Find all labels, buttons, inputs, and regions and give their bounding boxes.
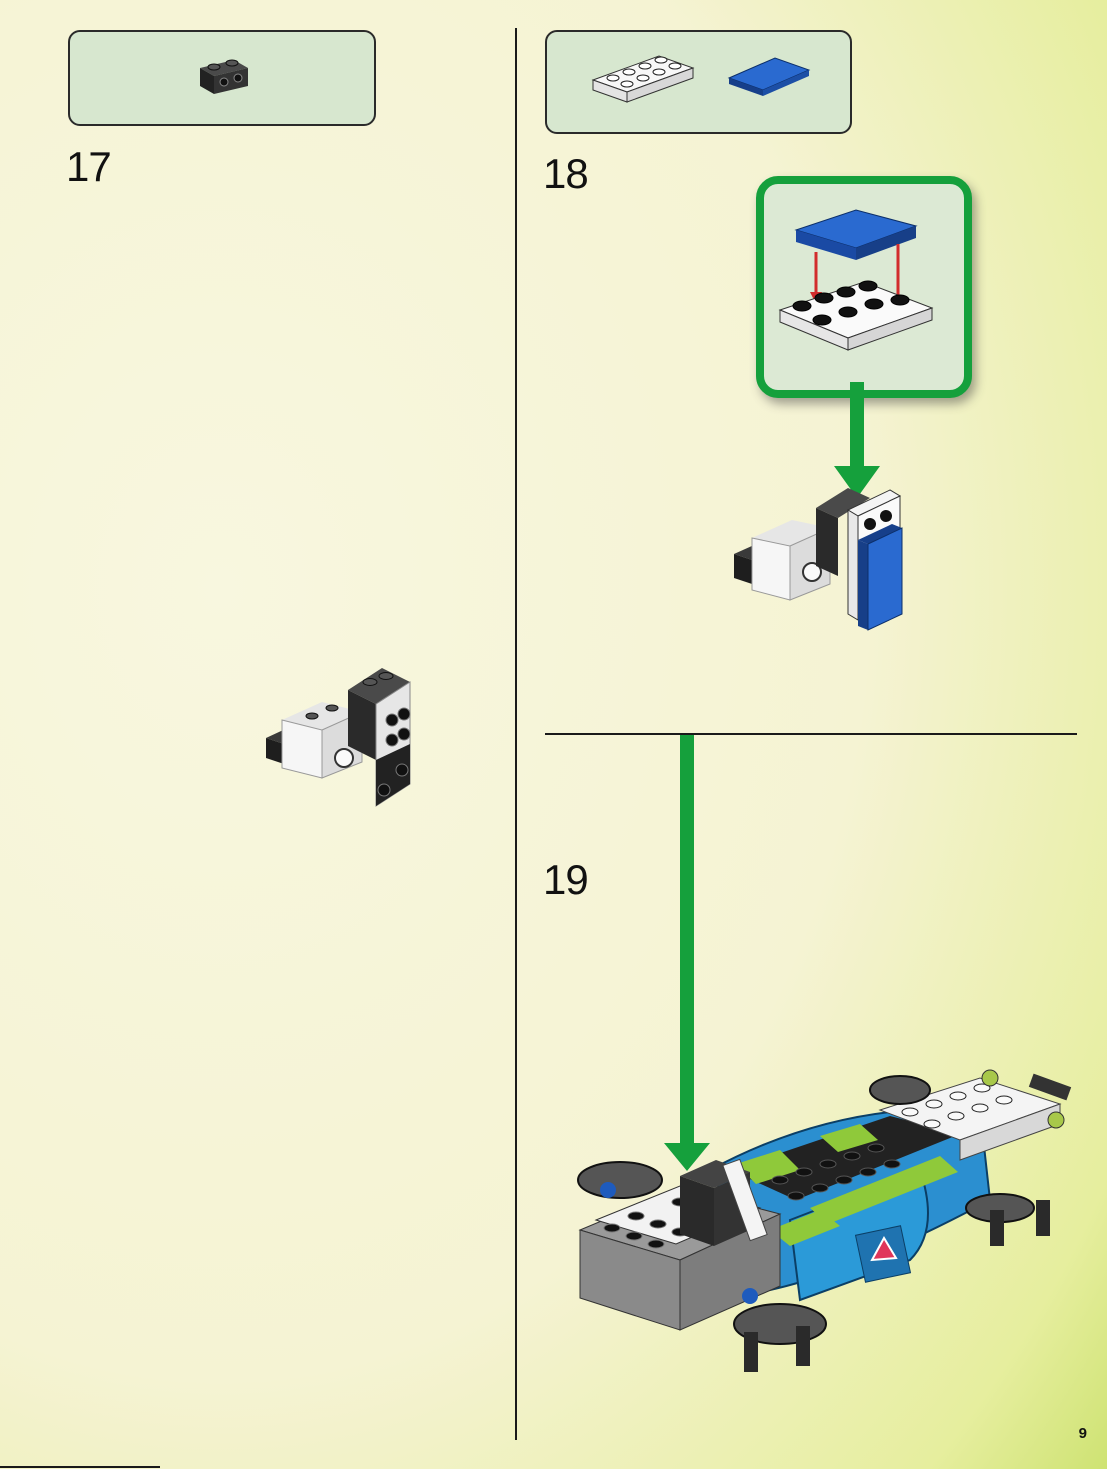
column-divider [515, 28, 517, 1440]
bottom-rule [0, 1466, 160, 1468]
step-17-model [262, 660, 422, 810]
blue-tile-icon [725, 52, 815, 102]
step-divider [545, 733, 1077, 735]
step-18-subassembly-callout [756, 176, 972, 398]
white-2x4-plate-icon [589, 50, 699, 110]
black-1x2-brick-icon [194, 50, 254, 100]
step-18-model [730, 480, 920, 630]
step-18-number: 18 [543, 150, 588, 198]
step-18-parts-box [545, 30, 852, 134]
step-19-number: 19 [543, 856, 588, 904]
step-17-parts-box [68, 30, 376, 126]
step-17-number: 17 [66, 143, 111, 191]
subassembly-drawing [776, 200, 946, 360]
step-19-vehicle-model [560, 1060, 1080, 1390]
page-number: 9 [1079, 1425, 1087, 1442]
